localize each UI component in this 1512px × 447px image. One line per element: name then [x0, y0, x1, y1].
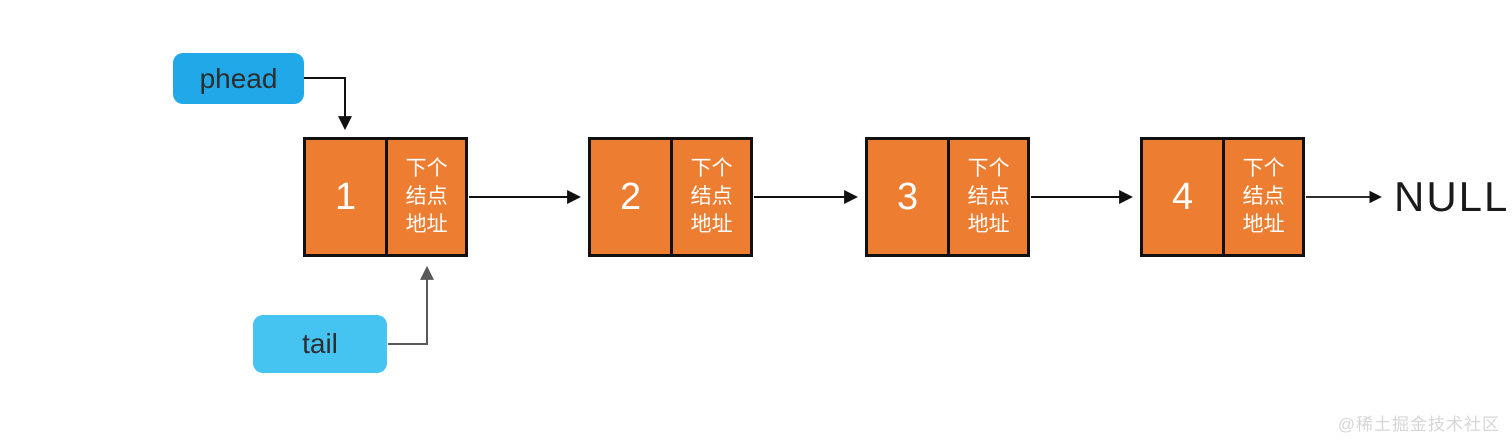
phead-label-text: phead	[199, 62, 278, 94]
watermark: @稀土掘金技术社区	[1337, 415, 1500, 434]
tail-label-text: tail	[302, 328, 338, 359]
list-node-3: 3 下个 结点 地址	[865, 137, 1030, 257]
node-4-value: 4	[1143, 140, 1226, 254]
node-2-next-cell: 下个 结点 地址	[690, 157, 733, 236]
null-terminator-label: NULL	[1394, 173, 1510, 220]
node-2-value: 2	[591, 140, 674, 254]
node-1-next-cell: 下个 结点 地址	[405, 157, 448, 236]
list-node-2: 2 下个 结点 地址	[588, 137, 753, 257]
node-3-next-cell: 下个 结点 地址	[967, 157, 1010, 236]
list-node-4: 4 下个 结点 地址	[1140, 137, 1305, 257]
node-4-next-cell: 下个 结点 地址	[1242, 157, 1285, 236]
tail-arrow	[388, 265, 434, 345]
list-node-1: 1 下个 结点 地址	[303, 137, 468, 257]
node-3-value: 3	[868, 140, 951, 254]
node-1-value: 1	[306, 140, 389, 254]
phead-arrow	[304, 77, 352, 131]
tail-pointer-label: tail	[253, 315, 387, 373]
phead-pointer-label: phead	[173, 53, 304, 104]
